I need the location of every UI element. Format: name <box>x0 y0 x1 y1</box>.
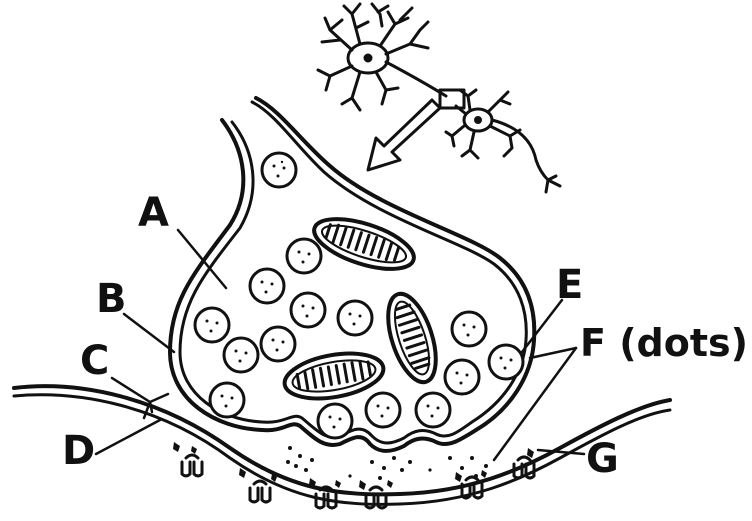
neuron-cell-1 <box>318 4 446 110</box>
label-b: B <box>96 276 127 322</box>
synapse-highlight-box <box>440 90 464 108</box>
vesicle <box>318 404 352 438</box>
vesicle <box>224 338 258 372</box>
vesicle <box>366 393 400 427</box>
label-d: D <box>62 428 95 474</box>
label-g: G <box>586 436 619 482</box>
vesicle <box>338 301 372 335</box>
leader-d <box>96 420 160 454</box>
neuron-thumbnail <box>318 4 560 192</box>
neurotransmitter-dots <box>260 446 488 480</box>
mitochondrion-right <box>379 288 445 388</box>
vesicle <box>489 345 523 379</box>
vesicle <box>261 327 295 361</box>
label-e: E <box>556 262 583 308</box>
label-c: C <box>80 338 109 384</box>
vesicle <box>291 293 325 327</box>
leader-g <box>538 450 584 454</box>
vesicle <box>195 308 229 342</box>
label-f: F (dots) <box>580 321 748 365</box>
label-a: A <box>138 190 169 236</box>
leader-b <box>124 314 174 352</box>
vesicle <box>452 312 486 346</box>
receptor <box>250 481 270 502</box>
vesicle <box>262 153 296 187</box>
vesicle <box>445 360 479 394</box>
receptor <box>182 455 202 476</box>
vesicle <box>250 269 284 303</box>
zoom-arrow-icon <box>368 100 440 170</box>
vesicle <box>287 239 321 273</box>
vesicle <box>210 383 244 417</box>
vesicle <box>416 393 450 427</box>
